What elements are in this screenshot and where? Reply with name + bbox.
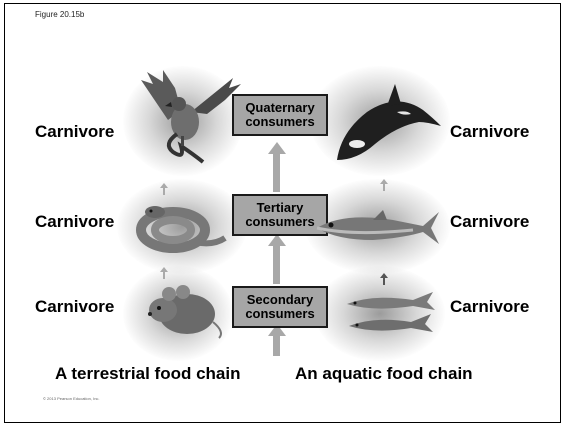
level-line1: Tertiary — [257, 201, 304, 215]
level-line1: Quaternary — [245, 101, 314, 115]
level-box-secondary: Secondary consumers — [232, 286, 328, 328]
aquatic-role-label: Carnivore — [450, 297, 529, 317]
level-box-quaternary: Quaternary consumers — [232, 94, 328, 136]
aquatic-arrow-lower — [378, 272, 390, 286]
hawk-icon — [133, 70, 243, 170]
level-line2: consumers — [245, 215, 314, 229]
tuna-icon — [313, 206, 441, 250]
terrestrial-chain-label: A terrestrial food chain — [55, 364, 240, 384]
mouse-icon — [143, 274, 227, 340]
copyright-text: © 2013 Pearson Education, Inc. — [43, 396, 100, 401]
central-arrow-shaft-upper — [273, 152, 280, 192]
level-line2: consumers — [245, 307, 314, 321]
central-arrow-shaft-lower — [273, 334, 280, 356]
terrestrial-role-label: Carnivore — [35, 122, 114, 142]
figure-label: Figure 20.15b — [35, 10, 84, 19]
killer-whale-icon — [327, 82, 445, 170]
level-line1: Secondary — [247, 293, 313, 307]
aquatic-arrow-upper — [378, 178, 390, 192]
aquatic-role-label: Carnivore — [450, 212, 529, 232]
figure-slide: Figure 20.15b Quaternary consumers Terti… — [4, 3, 561, 423]
central-arrow-shaft-middle — [273, 244, 280, 284]
small-fish-icon — [343, 290, 443, 338]
aquatic-role-label: Carnivore — [450, 122, 529, 142]
level-line2: consumers — [245, 115, 314, 129]
aquatic-chain-label: An aquatic food chain — [295, 364, 473, 384]
central-arrow-head-upper — [268, 142, 286, 154]
terrestrial-role-label: Carnivore — [35, 297, 114, 317]
snake-icon — [133, 194, 233, 256]
terrestrial-role-label: Carnivore — [35, 212, 114, 232]
